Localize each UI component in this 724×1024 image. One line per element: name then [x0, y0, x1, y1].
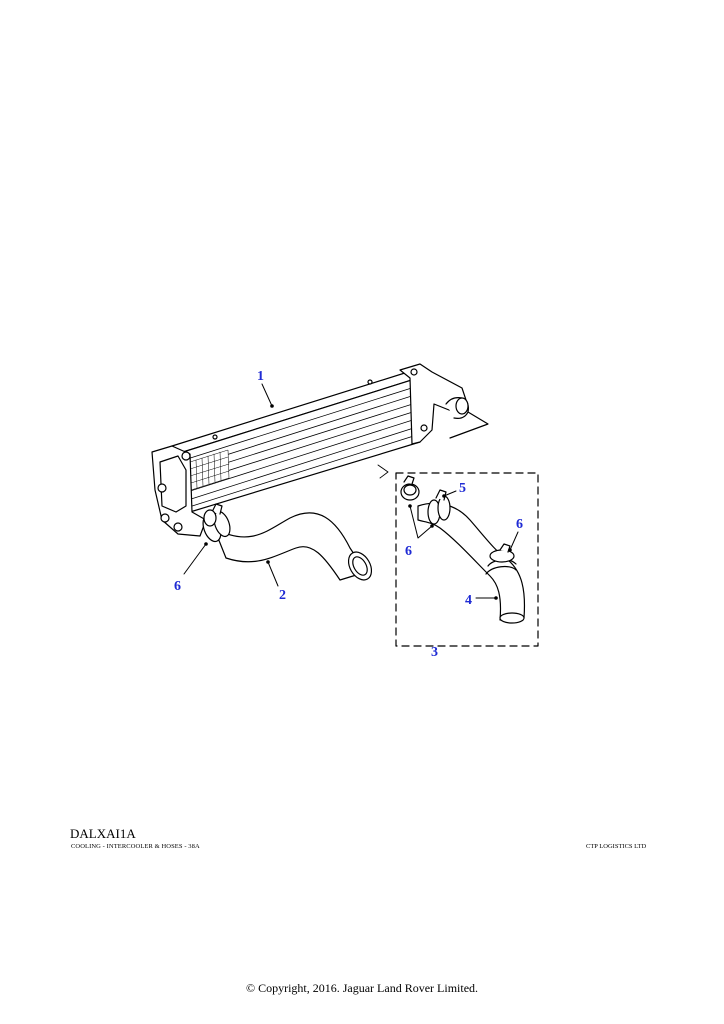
hose-clamp-box-right [489, 543, 515, 563]
intercooler [151, 363, 489, 537]
hose-2 [213, 512, 373, 581]
leader-lines [183, 383, 519, 599]
callout-6-left: 6 [174, 579, 181, 594]
diagram-caption: COOLING - INTERCOOLER & HOSES - 38A [71, 843, 200, 850]
kit-box [395, 472, 539, 647]
hose-clamp-box-top [400, 475, 420, 501]
diagram-ref-code: DALXAI1A [70, 826, 136, 841]
callout-2: 2 [279, 588, 286, 603]
callout-3: 3 [431, 645, 438, 660]
callout-6-mid: 6 [405, 544, 412, 559]
leader-dots [204, 404, 512, 600]
callout-6-right: 6 [516, 517, 523, 532]
callout-1: 1 [257, 369, 264, 384]
hose-clamp-left [202, 503, 231, 543]
callouts: 1 2 3 4 5 6 6 6 [174, 369, 523, 660]
publisher-caption: CTP LOGISTICS LTD [586, 843, 647, 850]
callout-4: 4 [465, 593, 472, 608]
copyright-notice: © Copyright, 2016. Jaguar Land Rover Lim… [245, 981, 479, 995]
callout-5: 5 [459, 481, 466, 496]
